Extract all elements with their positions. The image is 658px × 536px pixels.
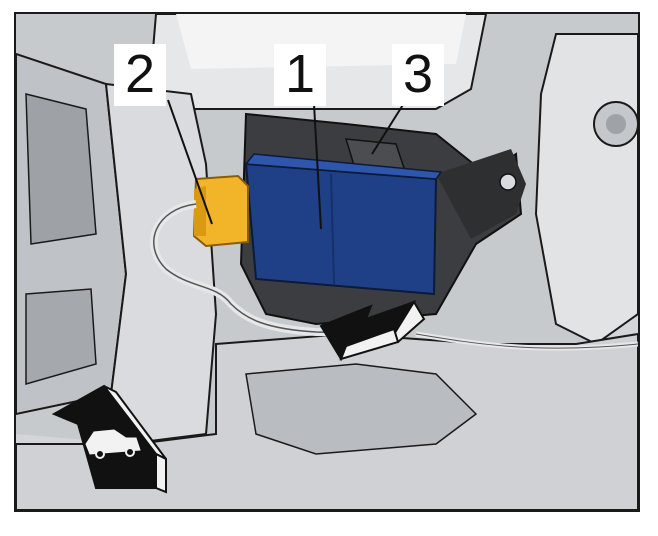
wire-harness-right-outline	[415, 333, 638, 349]
callout-label-2: 2	[114, 44, 166, 106]
control-module-seam	[330, 173, 335, 285]
control-module	[244, 162, 438, 296]
leader-line-3	[371, 99, 407, 155]
right-panel	[534, 33, 638, 346]
leader-line-2	[167, 99, 213, 225]
wire-harness-outline	[153, 203, 397, 335]
removal-direction-arrow-icon	[319, 300, 426, 362]
lower-bracket	[245, 363, 478, 455]
left-opening-upper	[25, 93, 97, 245]
technical-illustration	[16, 14, 638, 510]
bracket-bolt	[499, 173, 517, 191]
vehicle-front-direction-icon	[51, 384, 167, 494]
right-panel-hole-inner	[606, 114, 626, 134]
control-module-top	[244, 153, 443, 180]
illustration-frame: 2 1 3	[14, 12, 640, 512]
leader-line-1	[313, 103, 322, 230]
left-opening-lower	[25, 288, 97, 385]
yellow-connector-side	[194, 186, 206, 236]
callout-label-3: 3	[392, 44, 444, 106]
bracket-arm	[436, 149, 526, 239]
callout-label-1: 1	[274, 44, 326, 106]
